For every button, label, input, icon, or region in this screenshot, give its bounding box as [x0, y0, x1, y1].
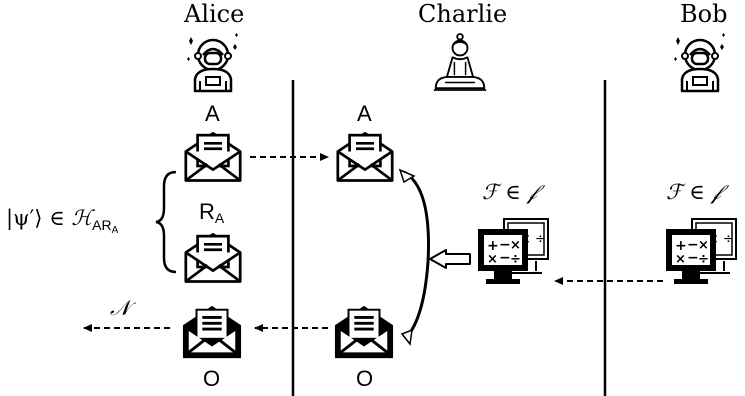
- bob-f-label: ℱ ∈ 𝒻: [666, 180, 721, 204]
- state-space-symbol: ℋ: [71, 206, 93, 230]
- alice-envelope-o-icon: [181, 304, 243, 360]
- alice-envelope-a-icon: [184, 131, 242, 182]
- charlie-envelope-a-icon: [336, 131, 394, 182]
- charlie-process-curve-head: [398, 168, 416, 346]
- bob-name-label: Bob: [680, 0, 728, 28]
- state-subscript-a: A: [111, 225, 119, 236]
- charlie-f-label: ℱ ∈ 𝒻: [482, 180, 537, 204]
- channel-label: 𝒩: [110, 296, 131, 320]
- alice-name-label: Alice: [184, 0, 245, 28]
- alice-letter-r: R: [199, 199, 215, 224]
- charlie-name-label: Charlie: [418, 0, 508, 28]
- alice-astronaut-icon: [185, 33, 240, 93]
- state-lhs: |ψ′⟩ ∈: [6, 206, 72, 230]
- alice-letter-o: O: [203, 366, 221, 391]
- state-expression: |ψ′⟩ ∈ ℋARA: [6, 206, 118, 236]
- bob-calculator-monitor-icon: [665, 218, 737, 285]
- alice-letter-ra-subscript: A: [214, 210, 225, 226]
- charlie-process-curve: [403, 170, 430, 340]
- alice-letter-ra: RA: [199, 199, 224, 226]
- bob-astronaut-icon: [672, 33, 727, 93]
- charlie-calculator-monitor-icon: [477, 218, 549, 285]
- alice-envelope-ra-icon: [184, 232, 242, 283]
- charlie-envelope-o-icon: [333, 304, 395, 360]
- hollow-arrow-input: [429, 249, 471, 269]
- alice-letter-a: A: [205, 101, 220, 126]
- charlie-meditating-person-icon: [432, 33, 488, 91]
- charlie-letter-o: O: [356, 366, 374, 391]
- state-subscript-ar: AR: [92, 217, 112, 233]
- state-brace: [155, 170, 177, 274]
- charlie-letter-a: A: [357, 101, 372, 126]
